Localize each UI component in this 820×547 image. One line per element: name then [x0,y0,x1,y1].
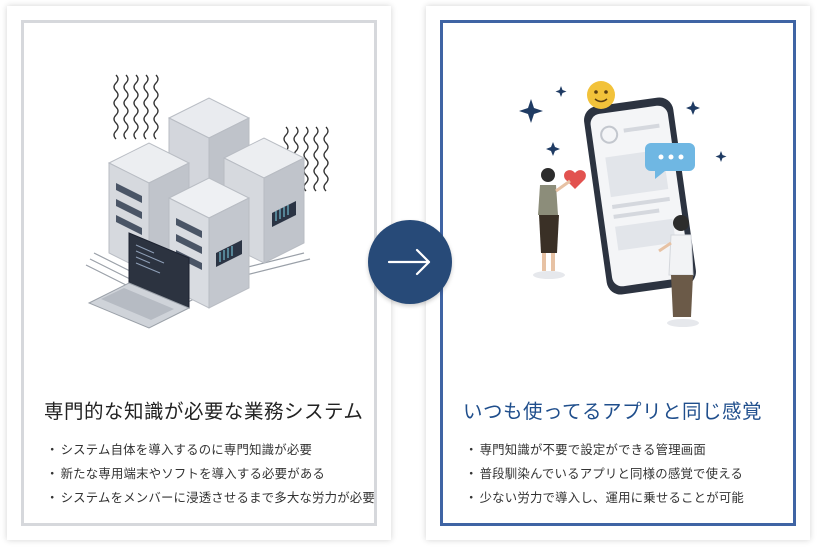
list-item: ・専門知識が不要で設定ができる管理画面 [465,438,744,462]
bullet: ・ [46,442,59,457]
point-text: 新たな専用端末やソフトを導入する必要がある [60,466,325,481]
arrow-right-icon [387,248,431,276]
point-text: システム自体を導入するのに専門知識が必要 [60,442,313,457]
bullet: ・ [465,466,478,481]
app-like-card: いつも使ってるアプリと同じ感覚 ・専門知識が不要で設定ができる管理画面 ・普段馴… [426,6,810,540]
point-text: システムをメンバーに浸透させるまで多大な労力が必要 [60,490,375,505]
server-rack-icon [85,74,329,329]
list-item: ・システム自体を導入するのに専門知識が必要 [46,438,375,462]
legacy-system-card: 専門的な知識が必要な業務システム ・システム自体を導入するのに専門知識が必要 ・… [7,6,391,540]
bullet: ・ [465,442,478,457]
legacy-card-title: 専門的な知識が必要な業務システム [44,400,364,423]
app-points-list: ・専門知識が不要で設定ができる管理画面 ・普段馴染んでいるアプリと同様の感覚で使… [465,438,744,510]
legacy-points-list: ・システム自体を導入するのに専門知識が必要 ・新たな専用端末やソフトを導入する必… [46,438,375,510]
list-item: ・少ない労力で導入し、運用に乗せることが可能 [465,486,744,510]
list-item: ・システムをメンバーに浸透させるまで多大な労力が必要 [46,486,375,510]
bullet: ・ [465,490,478,505]
transition-arrow [368,220,452,304]
point-text: 少ない労力で導入し、運用に乗せることが可能 [479,490,744,505]
point-text: 専門知識が不要で設定ができる管理画面 [479,442,706,457]
app-card-frame: いつも使ってるアプリと同じ感覚 ・専門知識が不要で設定ができる管理画面 ・普段馴… [440,20,796,526]
list-item: ・普段馴染んでいるアプリと同様の感覚で使える [465,462,744,486]
legacy-card-frame: 専門的な知識が必要な業務システム ・システム自体を導入するのに専門知識が必要 ・… [21,20,377,526]
smartphone-app-icon [519,81,727,327]
bullet: ・ [46,490,59,505]
app-card-title: いつも使ってるアプリと同じ感覚 [463,400,763,423]
list-item: ・新たな専用端末やソフトを導入する必要がある [46,462,375,486]
point-text: 普段馴染んでいるアプリと同様の感覚で使える [479,466,744,481]
bullet: ・ [46,466,59,481]
